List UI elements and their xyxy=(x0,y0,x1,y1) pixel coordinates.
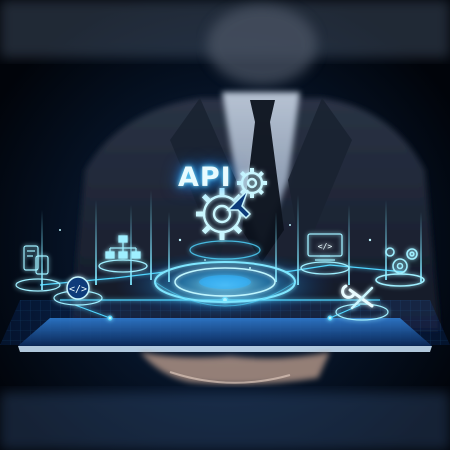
svg-text:</>: </> xyxy=(318,242,333,251)
mobile-devices-icon xyxy=(15,245,61,292)
code-icon: </> xyxy=(53,276,103,306)
light-beams xyxy=(41,190,422,290)
sparkles xyxy=(59,224,372,269)
gears-icon xyxy=(375,247,425,287)
connection-lines xyxy=(39,264,406,321)
tablet xyxy=(18,317,432,352)
pointer-icon xyxy=(226,189,252,220)
central-platform xyxy=(154,240,296,307)
svg-text:</>: </> xyxy=(69,284,87,295)
api-label: API xyxy=(178,162,232,193)
gear-icon xyxy=(196,168,267,240)
monitor-code-icon: </> xyxy=(300,233,350,275)
sitemap-icon xyxy=(98,235,148,273)
hand xyxy=(140,352,330,385)
wrench-icon xyxy=(335,284,389,321)
